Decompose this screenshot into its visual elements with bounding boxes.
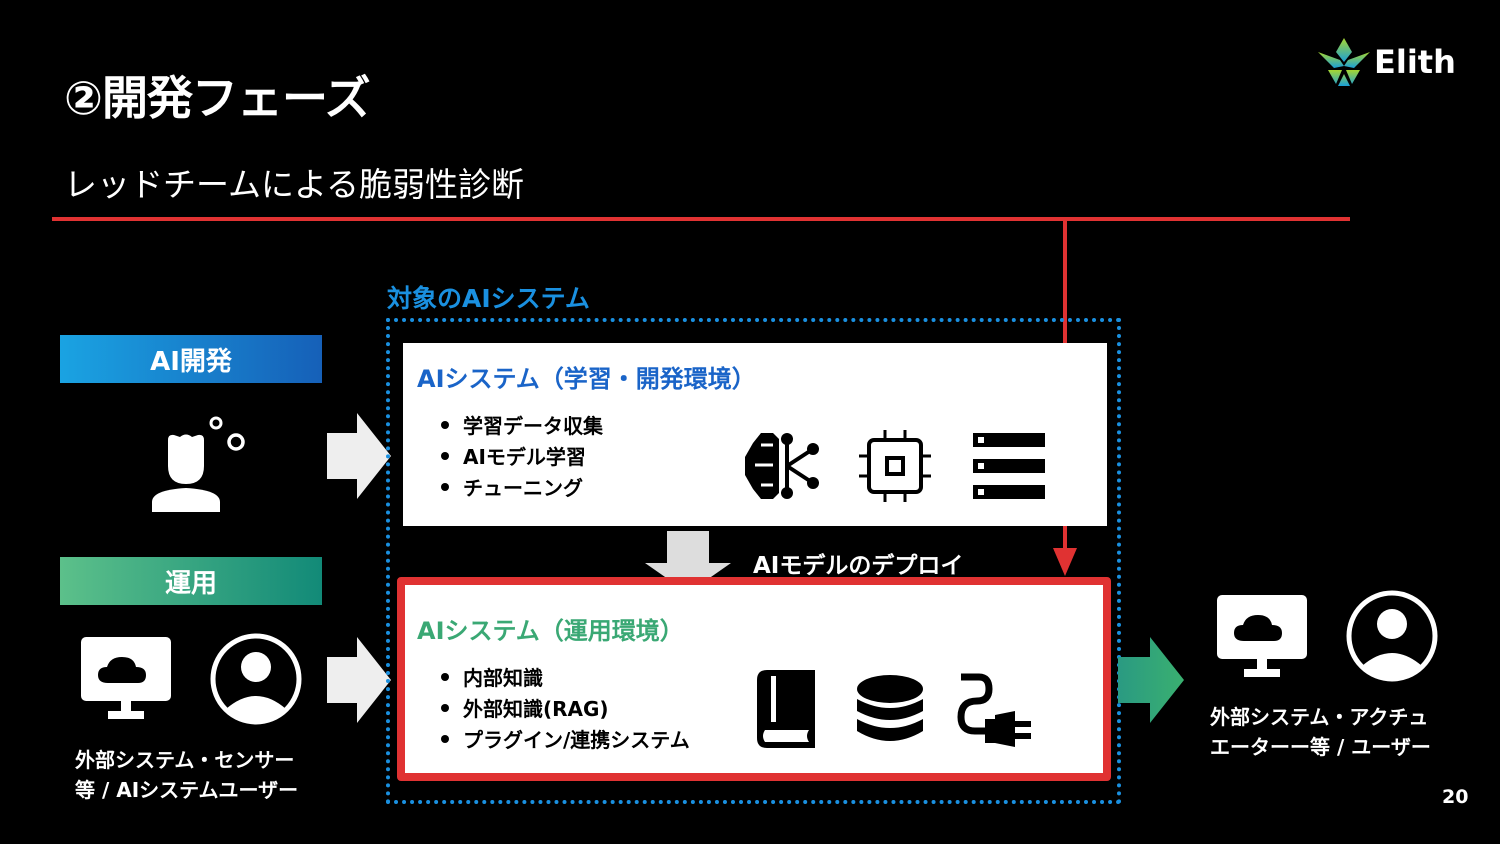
list-item: 内部知識 bbox=[441, 661, 690, 692]
book-icon bbox=[757, 670, 815, 748]
dev-environment-box: AIシステム（学習・開発環境） 学習データ収集 AIモデル学習 チューニング bbox=[403, 343, 1107, 526]
right-caption: 外部システム・アクチュ エーターー等 / ユーザー bbox=[1210, 702, 1431, 762]
list-item: プラグイン/連携システム bbox=[441, 723, 690, 754]
target-system-frame bbox=[386, 318, 1121, 804]
target-system-label: 対象のAIシステム bbox=[387, 284, 590, 313]
ops-caption-line: 外部システム・センサー bbox=[75, 748, 295, 772]
ops-environment-box: AIシステム（運用環境） 内部知識 外部知識(RAG) プラグイン/連携システム bbox=[397, 577, 1111, 781]
arrow-right-green-icon bbox=[1118, 637, 1184, 723]
page-title: ②開発フェーズ bbox=[64, 71, 371, 125]
arrow-right-icon bbox=[327, 413, 391, 499]
ops-caption: 外部システム・センサー 等 / AIシステムユーザー bbox=[75, 745, 298, 805]
right-caption-line: 外部システム・アクチュ bbox=[1210, 705, 1429, 729]
plugin-icon bbox=[957, 673, 1031, 747]
ops-box-title: AIシステム（運用環境） bbox=[417, 617, 684, 645]
monitor-cloud-icon bbox=[81, 637, 171, 719]
red-arrow-head-icon bbox=[1053, 548, 1077, 576]
dev-box-title: AIシステム（学習・開発環境） bbox=[417, 365, 756, 393]
red-divider bbox=[52, 217, 1350, 221]
arrow-right-icon bbox=[327, 637, 391, 723]
user-circle-icon bbox=[210, 633, 302, 725]
list-item: 外部知識(RAG) bbox=[441, 692, 690, 723]
ops-label: 運用 bbox=[60, 557, 322, 605]
dev-label: AI開発 bbox=[60, 335, 322, 383]
page-number: 20 bbox=[1442, 786, 1469, 808]
page-subtitle: レッドチームによる脆弱性診断 bbox=[64, 165, 525, 204]
ops-caption-line: 等 / AIシステムユーザー bbox=[75, 778, 299, 802]
cpu-chip-icon bbox=[859, 430, 931, 502]
developer-person-icon bbox=[152, 416, 245, 512]
deploy-label: AIモデルのデプロイ bbox=[753, 553, 964, 579]
logo: Elith bbox=[1316, 36, 1456, 88]
list-item: チューニング bbox=[441, 471, 603, 502]
dev-box-list: 学習データ収集 AIモデル学習 チューニング bbox=[441, 409, 603, 502]
database-icon bbox=[857, 675, 923, 741]
user-circle-icon bbox=[1346, 590, 1438, 682]
list-item: 学習データ収集 bbox=[441, 409, 603, 440]
elith-logo-icon bbox=[1318, 38, 1370, 86]
server-list-icon bbox=[973, 433, 1045, 499]
list-item: AIモデル学習 bbox=[441, 440, 603, 471]
monitor-cloud-icon bbox=[1217, 595, 1307, 677]
ops-box-list: 内部知識 外部知識(RAG) プラグイン/連携システム bbox=[441, 661, 690, 754]
logo-text: Elith bbox=[1374, 43, 1456, 81]
ai-brain-icon bbox=[745, 433, 819, 499]
right-caption-line: エーターー等 / ユーザー bbox=[1210, 735, 1431, 759]
